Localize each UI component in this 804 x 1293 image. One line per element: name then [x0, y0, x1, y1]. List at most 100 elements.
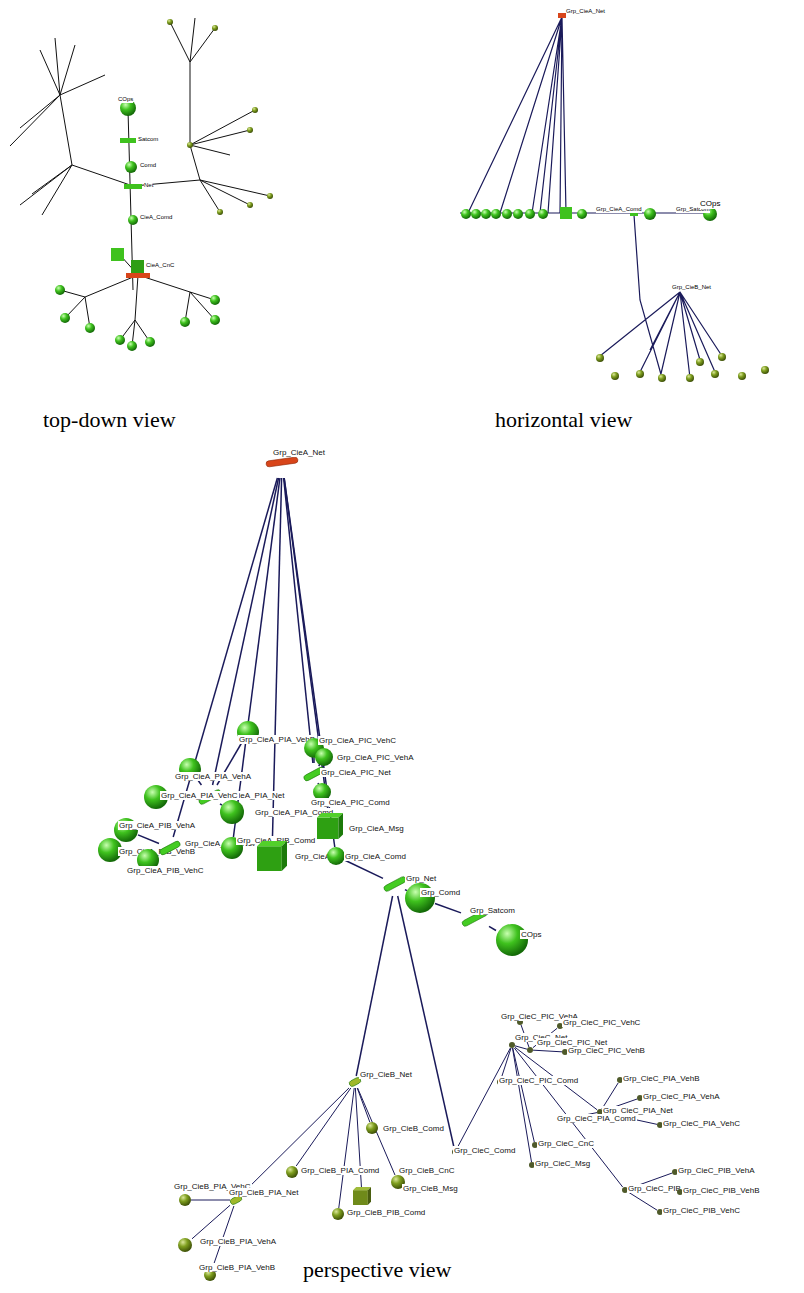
- node-label: COps: [520, 930, 542, 939]
- graph-link: [435, 903, 461, 912]
- graph-node: Grp_CieA_PIA_Comd: [220, 800, 244, 824]
- overview-label: Grp_CieA_Net: [566, 8, 605, 15]
- node-label: Grp_CieC_PIB_VehC: [662, 1206, 741, 1215]
- graph-node: Grp_CieC_PIB_VehB: [677, 1189, 683, 1195]
- graph-link: [513, 1048, 535, 1142]
- node-marker: [286, 1166, 298, 1178]
- horizontal-markers: [461, 13, 769, 382]
- graph-link: [233, 478, 280, 837]
- graph-node: Grp_CieB_PIA_Comd: [286, 1166, 298, 1178]
- graph-node: Grp_CieC_PIC_VehA: [517, 1019, 523, 1025]
- node-label: Grp_CieB_PIA_Net: [228, 1188, 299, 1197]
- graph-link: [296, 1088, 351, 1166]
- graph-node: Grp_CieB_PIA_VehC: [179, 1194, 191, 1206]
- graph-node: Grp_CieC_PIC_VehC: [557, 1023, 563, 1029]
- node-marker: [353, 1187, 371, 1205]
- node-marker: [317, 813, 343, 839]
- overview-label: COps: [118, 96, 133, 103]
- graph-node: Grp_CieA_CnC: [257, 841, 287, 871]
- node-marker: [496, 924, 528, 956]
- graph-link: [339, 1088, 354, 1208]
- graph-node: Grp_CieA_PIC_VehA: [315, 748, 333, 766]
- graph-node: Grp_CieA_PIB_VehC: [137, 849, 159, 871]
- node-label: Grp_CieA_Net: [272, 448, 326, 457]
- node-label: Grp_CieC_PIC_VehB: [567, 1046, 646, 1055]
- node-marker: [315, 748, 333, 766]
- node-marker: [383, 872, 407, 896]
- graph-link: [501, 1048, 511, 1079]
- node-label: Grp_CieC_PIB_VehB: [682, 1186, 761, 1195]
- graph-node: Grp_CieA_PIC_Net: [303, 763, 325, 785]
- graph-node: COps: [496, 924, 528, 956]
- graph-node: Grp_CieC_Comd: [452, 1149, 458, 1155]
- graph-node: Grp_CieA_PIB_Net: [159, 837, 181, 859]
- graph-node: Grp_CieC_PIC_VehB: [562, 1049, 568, 1055]
- graph-node: Grp_CieA_PIB_Comd: [221, 837, 243, 859]
- node-marker: [220, 800, 244, 824]
- overview-label: Net: [144, 182, 153, 189]
- graph-node: Grp_CieA_PIA_VehB: [237, 721, 259, 743]
- graph-node: Grp_CieC_Net: [509, 1042, 515, 1048]
- node-label: Grp_CieC_CnC: [537, 1139, 595, 1148]
- node-label: Grp_Net: [405, 874, 437, 883]
- graph-node: Grp_CieA_PIB_VehB: [98, 838, 122, 862]
- graph-link: [242, 1088, 349, 1194]
- overview-label: Grp_CieB_Net: [672, 284, 711, 291]
- graph-link: [513, 1048, 532, 1162]
- node-label: Grp_CieB_PIB_Comd: [346, 1208, 426, 1217]
- node-marker: [327, 847, 345, 865]
- node-label: Grp_CieA_PIC_Net: [320, 768, 392, 777]
- graph-link: [191, 1200, 230, 1201]
- view-caption: perspective view: [303, 1258, 451, 1282]
- graph-node: Grp_CieB_PIA_VehB: [204, 1269, 216, 1281]
- graph-link: [284, 478, 335, 847]
- graph-link: [398, 896, 455, 1149]
- graph-node: Grp_Net: [383, 872, 407, 896]
- node-label: Grp_CieA_PIC_VehA: [336, 753, 415, 762]
- graph-node: Grp_CieC_PIA_VehA: [637, 1095, 643, 1101]
- node-marker: [159, 837, 181, 859]
- view-caption: top-down view: [43, 408, 176, 432]
- node-label: Grp_CieA_Comd: [344, 852, 407, 861]
- graph-link: [628, 1192, 657, 1210]
- node-label: Grp_CieC_PIB_VehA: [677, 1166, 756, 1175]
- node-label: Grp_CieC_PIA_VehC: [662, 1119, 741, 1128]
- graph-node: Grp_CieB_Net: [349, 1076, 361, 1088]
- node-label: Grp_CieC_PIA_Comd: [556, 1114, 637, 1123]
- node-label: Grp_CieC_PIA_VehB: [622, 1074, 701, 1083]
- graph-node: Grp_CieC_CnC: [532, 1142, 538, 1148]
- node-marker: [178, 1238, 192, 1252]
- node-label: Grp_CieA_PIC_Comd: [310, 798, 391, 807]
- node-label: Grp_CieA_PIA_VehC: [160, 791, 239, 800]
- node-label: Grp_CieA_PIB_VehC: [126, 866, 205, 875]
- node-marker: [332, 1208, 344, 1220]
- graph-node: Grp_CieB_PIB_Comd: [332, 1208, 344, 1220]
- graph-node: Grp_Satcom: [461, 904, 489, 932]
- graph-node: Grp_Comd: [405, 883, 435, 913]
- graph-link: [457, 1048, 511, 1149]
- graph-node: Grp_CieA_PIB_VehA: [114, 818, 138, 842]
- graph-node: Grp_CieA_PIA_VehC: [144, 785, 168, 809]
- node-label: Grp_CieA_PIA_VehB: [238, 735, 316, 744]
- node-label: Grp_CieA_Msg: [348, 824, 405, 833]
- node-label: Grp_CieA_PIB_VehA: [118, 821, 196, 830]
- graph-node: Grp_CieA_PIC_Comd: [313, 783, 331, 801]
- graph-node: Grp_CieC_PIC_Comd: [497, 1079, 503, 1085]
- node-label: Grp_CieC_Comd: [453, 1146, 516, 1155]
- graph-node: Grp_CieC_PIA_Comd: [557, 1117, 563, 1123]
- graph-node: Grp_CieA_Msg: [317, 813, 343, 839]
- graph-node: Grp_CieA_Comd: [327, 847, 345, 865]
- graph-node: Grp_CieB_PIA_Net: [230, 1194, 242, 1206]
- graph-node: Grp_CieC_PIB_VehC: [657, 1209, 663, 1215]
- overview-label: CieA_Comd: [140, 214, 172, 221]
- view-caption: horizontal view: [495, 408, 632, 432]
- node-label: Grp_CieC_PIA_VehA: [642, 1092, 721, 1101]
- node-label: Grp_Satcom: [469, 906, 516, 915]
- graph-link: [138, 835, 159, 844]
- overview-label: Grp_CieA_Comd: [596, 206, 642, 213]
- overview-label: Comd: [140, 162, 156, 169]
- graph-link: [489, 926, 496, 930]
- graph-node: Grp_CieA_PIA_VehA: [179, 758, 201, 780]
- graph-node: Grp_CieA_Net: [266, 446, 298, 478]
- node-marker: [527, 1047, 533, 1053]
